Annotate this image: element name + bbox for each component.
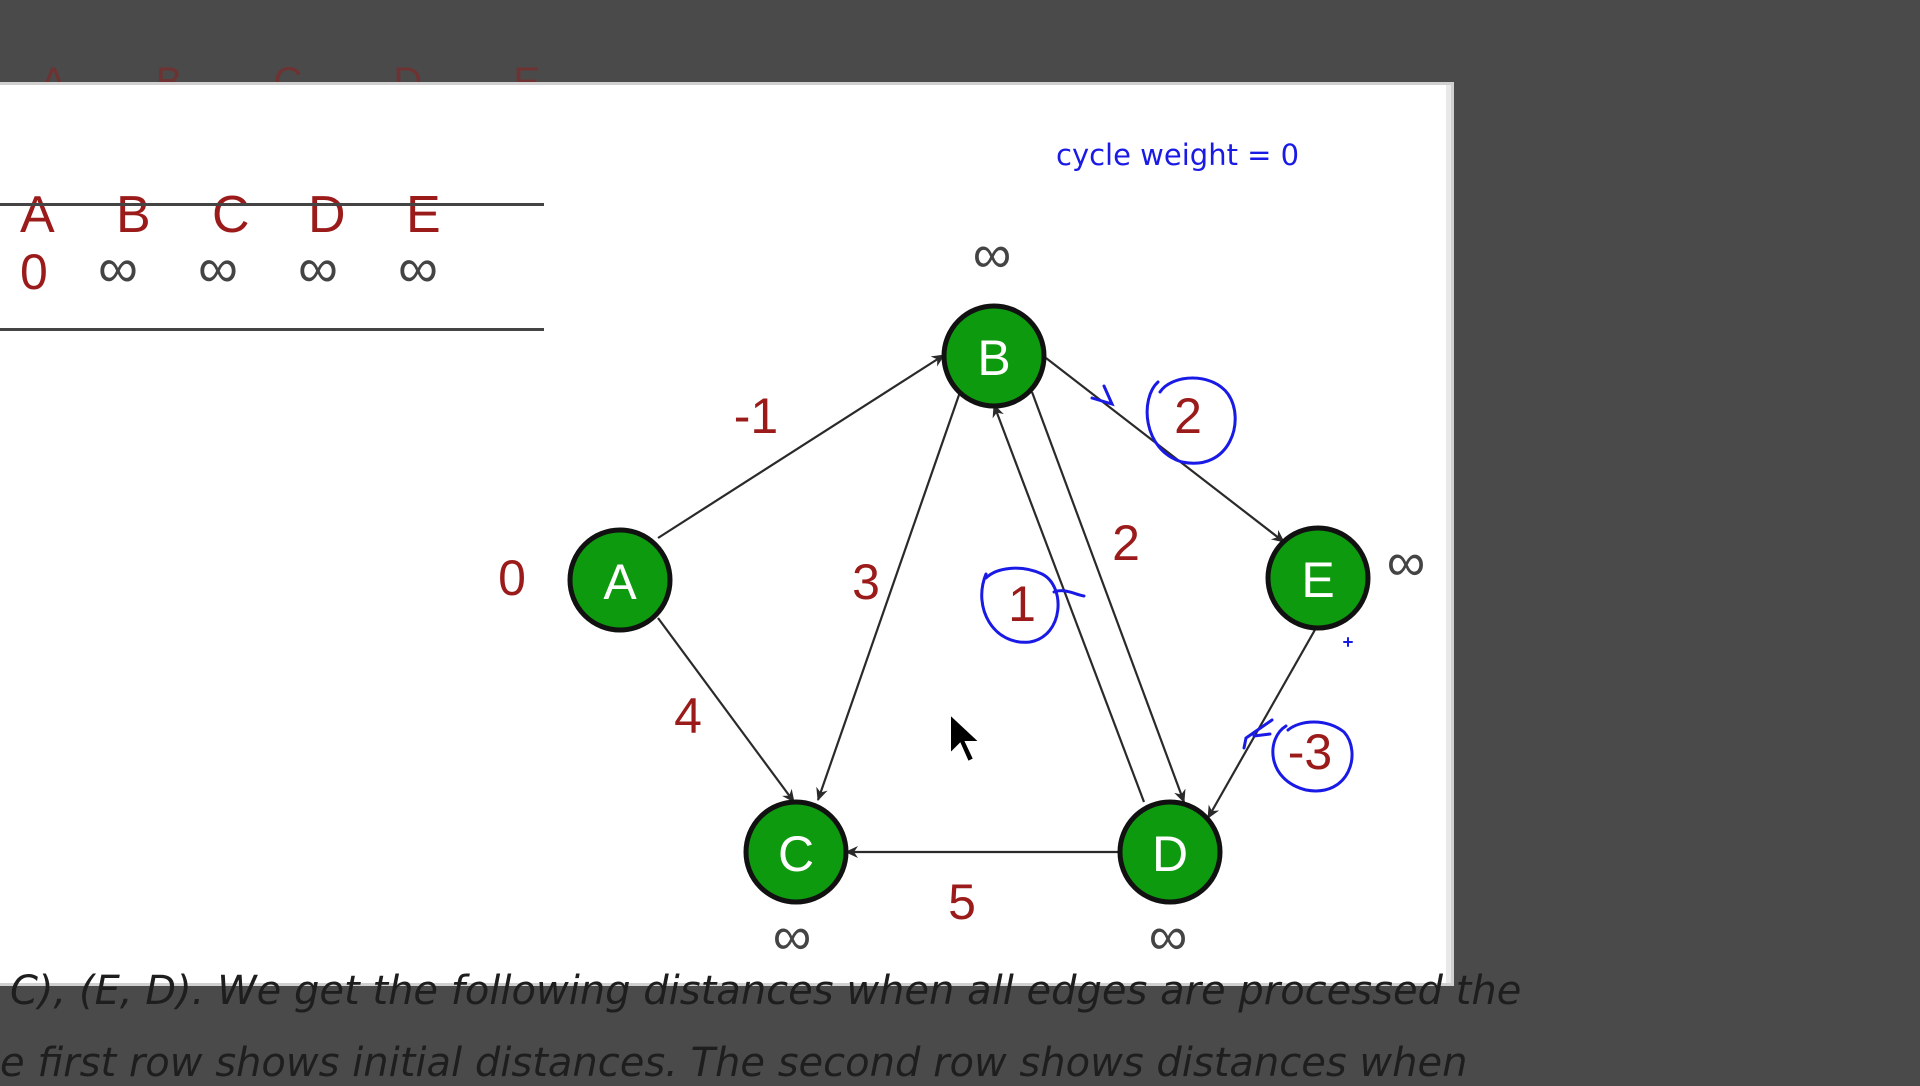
weight-d-b: 1 (1008, 576, 1036, 632)
weight-a-b: -1 (734, 388, 778, 444)
table-divider-bottom (0, 328, 544, 331)
node-c-label: C (778, 826, 814, 882)
node-a-label: A (603, 554, 637, 610)
ink-tick-e-d (1242, 718, 1274, 750)
distance-e: ∞ (1387, 531, 1426, 594)
table-cell-a: 0 (20, 244, 48, 300)
weight-a-c: 4 (674, 688, 702, 744)
background-text-line-1: C), (E, D). We get the following distanc… (10, 968, 1522, 1014)
edge-d-b (992, 404, 1146, 803)
background-text-line-2: e first row shows initial distances. The… (0, 1040, 1468, 1086)
table-cell-e: ∞ (398, 236, 438, 301)
ink-plus-mark (1343, 637, 1353, 647)
node-b-label: B (977, 330, 1010, 386)
node-d: D (1117, 799, 1223, 905)
table-cell-c: ∞ (198, 236, 238, 301)
node-a: A (567, 527, 673, 633)
weight-d-c: 5 (948, 874, 976, 930)
ink-tick-b-e (1090, 384, 1115, 407)
cycle-weight-note: cycle weight = 0 (1056, 138, 1300, 172)
table-header-d: D (308, 186, 346, 244)
ink-circle-d-b (980, 566, 1086, 644)
weight-b-e: 2 (1174, 388, 1202, 444)
table-header-c: C (212, 186, 250, 244)
edge-e-d (1207, 627, 1317, 819)
table-header-b: B (116, 186, 151, 244)
weight-b-c: 3 (852, 554, 880, 610)
node-b: B (941, 303, 1047, 409)
weight-e-d: -3 (1288, 724, 1332, 780)
distance-d: ∞ (1149, 905, 1188, 968)
table-divider-top (0, 203, 544, 206)
node-c: C (743, 799, 849, 905)
table-cell-d: ∞ (298, 236, 338, 301)
edge-b-c (816, 391, 962, 801)
mouse-cursor-icon (949, 711, 983, 764)
table-header-e: E (406, 186, 441, 244)
weight-b-d: 2 (1112, 515, 1140, 571)
ink-circle-e-d (1271, 720, 1354, 793)
edge-b-d (1030, 391, 1186, 803)
edge-a-c (657, 617, 795, 803)
edge-b-e (1045, 357, 1285, 543)
node-d-label: D (1152, 826, 1188, 882)
table-header-a: A (20, 186, 55, 244)
distance-b: ∞ (973, 223, 1012, 286)
edge-a-b (657, 354, 945, 539)
table-cell-b: ∞ (98, 236, 138, 301)
distance-c: ∞ (773, 905, 812, 968)
node-e-label: E (1301, 552, 1334, 608)
distance-a: 0 (498, 550, 526, 606)
node-e: E (1265, 525, 1371, 631)
ink-circle-b-e (1145, 376, 1237, 465)
